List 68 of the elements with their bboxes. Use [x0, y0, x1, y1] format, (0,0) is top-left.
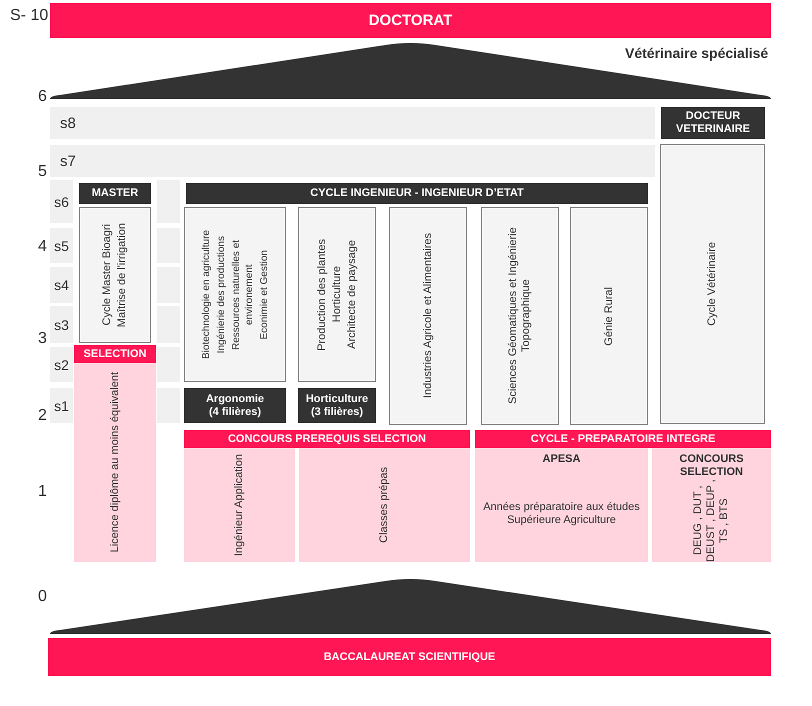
empty-cell [157, 388, 180, 423]
semester-label: s5 [54, 238, 69, 254]
pathway-panel [475, 430, 771, 562]
program-box [79, 207, 151, 343]
level-number: 1 [38, 483, 47, 501]
section-header: CYCLE - PREPARATOIRE INTEGRE [475, 430, 771, 448]
program-text: Production des plantes [316, 238, 328, 350]
note-text: Vétérinaire spécialisé [625, 45, 768, 61]
heading-text: Horticulture (3 filières) [304, 392, 370, 418]
program-text: Ressources naturelles et environement [230, 238, 256, 352]
program-text: Industries Agricole et Alimentaires [422, 233, 434, 399]
program-text: Maîtrise de l'irrigation [116, 222, 129, 328]
level-number: 5 [38, 163, 47, 181]
program-text: Horticulture [330, 266, 344, 323]
semester-label: s6 [54, 194, 69, 210]
program-text: DEUG , DUT , DEUST , DEUP , TS , BTS [692, 479, 731, 562]
heading-text: MASTER [92, 187, 138, 200]
section-header: CONCOURS PREREQUIS SELECTION [184, 430, 470, 448]
program-text: Architecte de paysage [346, 240, 358, 349]
empty-cell [157, 347, 180, 382]
program-box [660, 144, 765, 424]
heading-text: CYCLE INGENIEUR - INGENIEUR D’ETAT [310, 187, 524, 200]
program-text: Cycle Master Bioagri [101, 224, 114, 326]
heading-bar [184, 388, 286, 423]
heading-bar [661, 107, 765, 139]
heading-text: Argonomie (4 filières) [204, 392, 266, 418]
semester-label: s1 [54, 398, 69, 414]
program-text: Cycle Vétérinaire [706, 242, 719, 326]
pathway-panel [74, 345, 156, 562]
semester-label: s3 [54, 316, 69, 332]
level-number: 2 [38, 407, 47, 425]
title-bar [48, 638, 771, 676]
semester-label: s4 [54, 277, 69, 293]
level-number: 4 [38, 238, 47, 256]
column-heading: APESA [542, 453, 580, 466]
title-bar [50, 3, 771, 38]
heading-bar [79, 183, 151, 204]
program-text: Classes prépas [378, 467, 391, 543]
level-number: S- 10 [10, 7, 48, 25]
program-box [298, 207, 376, 382]
program-text: Ingénieur Application [233, 454, 246, 556]
level-number: 0 [38, 588, 47, 606]
heading-text: DOCTEUR VETERINAIRE [675, 110, 751, 136]
semester-label: s7 [60, 152, 76, 170]
program-text: Années préparatoire aux études Supérieure Agriculture [482, 501, 641, 527]
semester-cell [50, 347, 73, 382]
program-text: Licence diplôme au moins équivalent [108, 372, 122, 553]
semester-label: s8 [60, 114, 76, 132]
program-text: Génie Rural [602, 286, 616, 346]
program-text: Biotechnologie en agriculture [200, 230, 212, 359]
program-box [389, 207, 467, 425]
program-text: Ingénierie des productions [214, 236, 228, 354]
level-number: 6 [38, 88, 47, 106]
semester-cell [50, 388, 73, 423]
program-box [570, 207, 648, 425]
program-box [481, 207, 559, 425]
heading-text: DOCTORAT [368, 12, 452, 29]
section-header: SELECTION [74, 345, 156, 363]
program-text: Sciences Géomatiques et Ingénierie Topographique [507, 226, 533, 406]
heading-text: BACCALAUREAT SCIENTIFIQUE [324, 650, 496, 664]
program-text: Econimie et Gestion [258, 250, 270, 340]
program-box [184, 207, 286, 382]
pathway-panel [184, 430, 470, 562]
heading-bar [298, 388, 376, 423]
level-number: 3 [38, 330, 47, 348]
semester-label: s2 [54, 356, 69, 372]
column-heading: CONCOURS SELECTION [678, 453, 745, 479]
heading-bar [186, 183, 648, 204]
